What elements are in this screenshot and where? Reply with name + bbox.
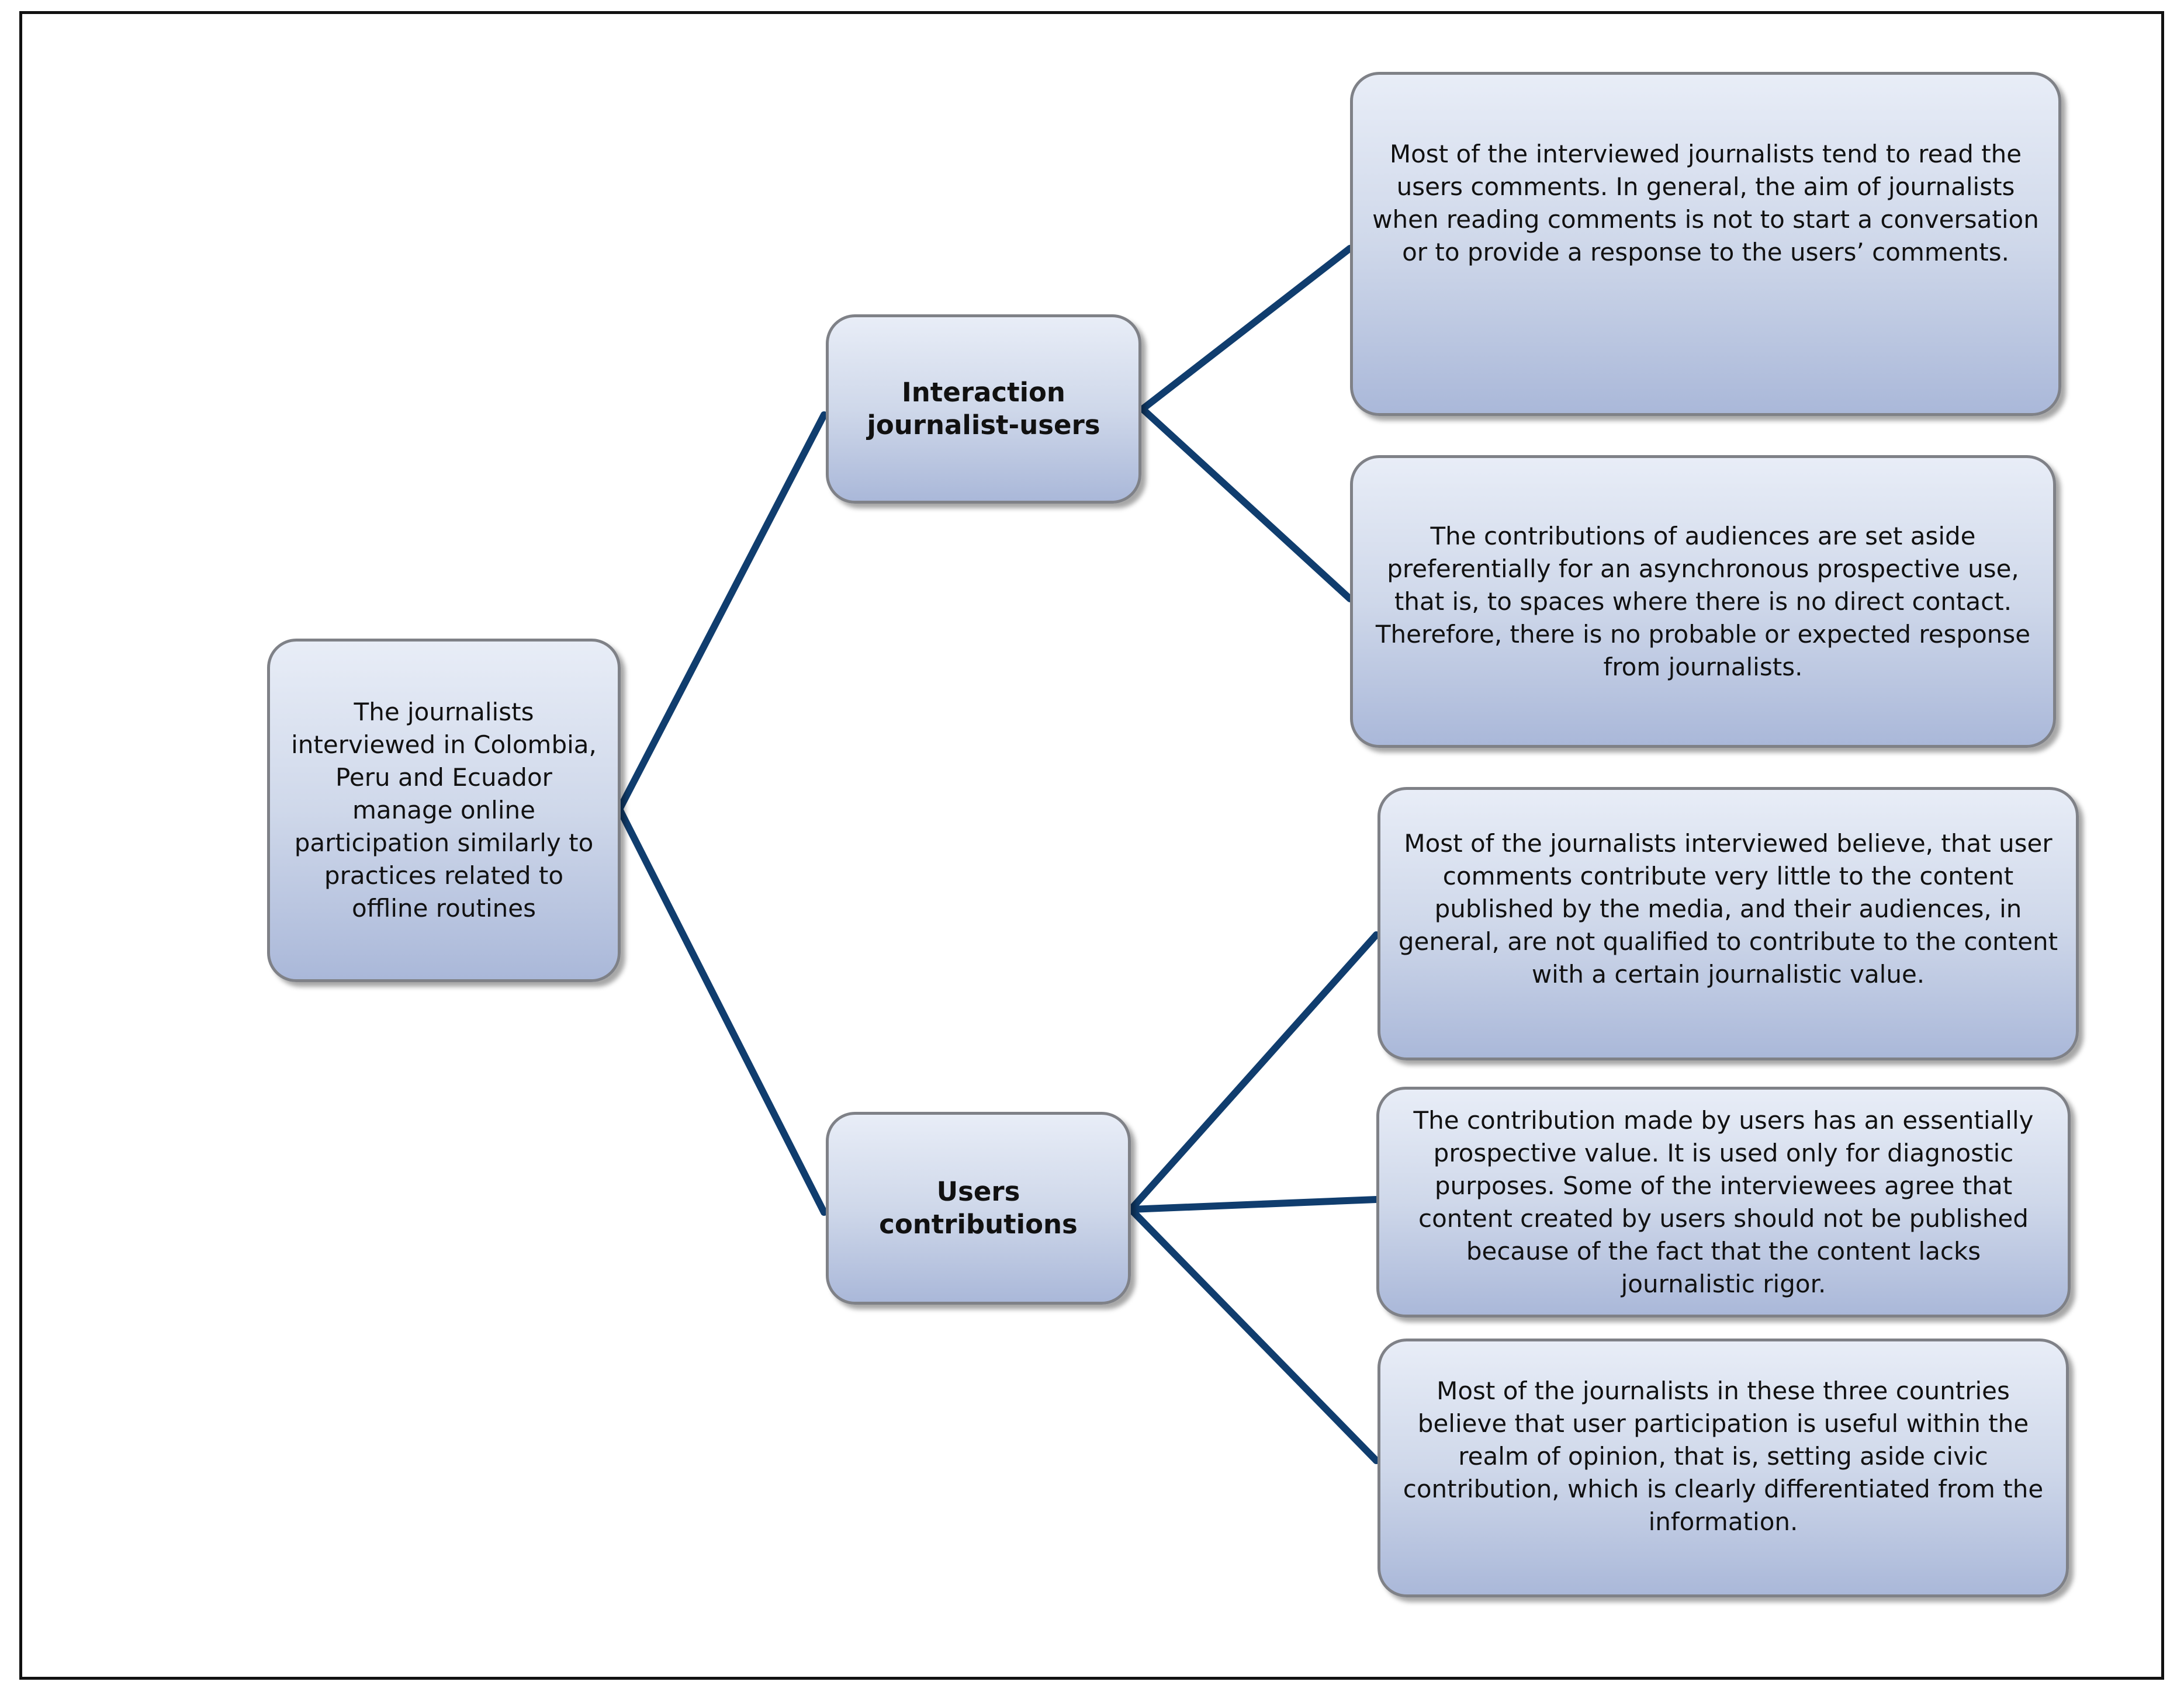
leaf-node-3-text: Most of the journalists interviewed beli… [1398,829,2058,989]
connector-root-to-interaction [616,411,828,813]
connector-contributions-to-leaf-5 [1127,1206,1380,1464]
leaf-node-1-text: Most of the interviewed journalists tend… [1372,139,2039,266]
connector-interaction-to-leaf-1 [1139,245,1354,412]
leaf-node-2-text: The contributions of audiences are set a… [1375,521,2031,681]
leaf-node-4: The contribution made by users has an es… [1376,1087,2071,1317]
leaf-node-1: Most of the interviewed journalists tend… [1350,72,2061,416]
root-node: The journalists interviewed in Colombia,… [267,639,621,982]
leaf-node-2: The contributions of audiences are set a… [1350,455,2056,748]
connector-contributions-to-leaf-3 [1127,931,1380,1213]
leaf-node-5-text: Most of the journalists in these three c… [1403,1376,2044,1536]
branch-node-contributions: Users contributions [826,1112,1131,1305]
figure-frame [19,11,2164,1680]
root-node-text: The journalists interviewed in Colombia,… [291,698,597,923]
leaf-node-5: Most of the journalists in these three c… [1377,1339,2069,1597]
connector-interaction-to-leaf-2 [1139,405,1354,602]
connector-root-to-contributions [616,806,828,1216]
branch-node-interaction: Interaction journalist-users [826,314,1141,504]
branch-node-interaction-text: Interaction journalist-users [867,377,1100,441]
leaf-node-4-text: The contribution made by users has an es… [1413,1105,2034,1298]
leaf-node-3: Most of the journalists interviewed beli… [1377,787,2079,1060]
connector-contributions-to-leaf-4 [1127,1196,1380,1213]
branch-node-contributions-text: Users contributions [879,1176,1078,1240]
